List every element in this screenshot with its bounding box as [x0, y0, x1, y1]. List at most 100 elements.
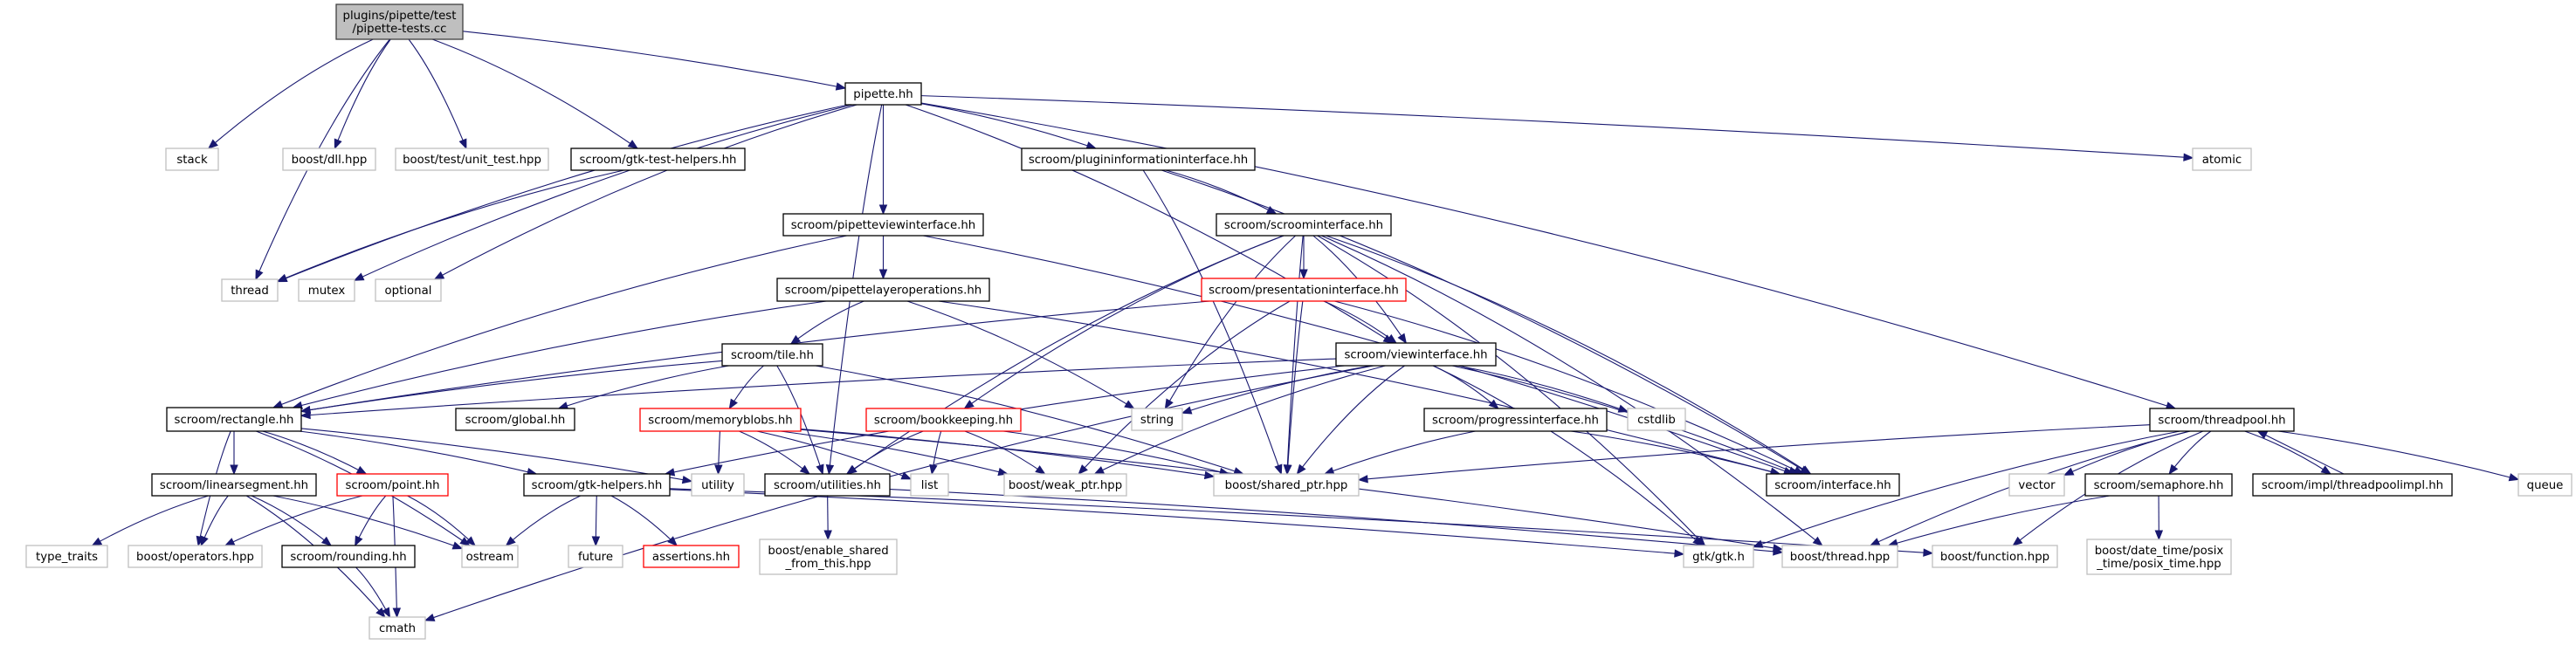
node-label: cmath	[379, 622, 416, 635]
node-box	[166, 407, 302, 432]
edge-scroominterface-to-shared_ptr	[1286, 235, 1304, 475]
node-ostream: ostream	[461, 545, 519, 568]
arrowhead-root-to-unit_test	[458, 138, 467, 150]
arrowhead-progress-to-shared_ptr	[1323, 466, 1335, 475]
node-box	[643, 545, 740, 568]
node-utilities[interactable]: scroom/utilities.hh	[764, 473, 891, 497]
node-label: atomic	[2202, 154, 2242, 167]
node-assertions[interactable]: assertions.hh	[643, 545, 740, 568]
arrowhead-viewinterface-to-rectangle	[300, 410, 311, 420]
edge-scroominterface-to-bookkeeping	[964, 235, 1285, 409]
node-label: scroom/semaphore.hh	[2094, 479, 2224, 492]
edge-gtk_helpers-to-gtk	[669, 489, 1684, 555]
arrowhead-memoryblobs-to-list	[900, 471, 913, 480]
node-box	[1021, 148, 1256, 171]
node-label: scroom/interface.hh	[1774, 479, 1891, 492]
node-box	[2149, 408, 2295, 432]
node-dll: boost/dll.hpp	[282, 148, 376, 171]
node-box	[1201, 278, 1407, 302]
edge-viewinterface-to-weak_ptr	[1094, 365, 1386, 475]
node-gtk_test_helpers[interactable]: scroom/gtk-test-helpers.hh	[570, 148, 746, 171]
node-plugininfo[interactable]: scroom/plugininformationinterface.hh	[1021, 148, 1256, 171]
edge-threadpool-to-threadpoolimpl	[2244, 430, 2331, 475]
node-label: pipette.hh	[853, 88, 913, 101]
node-pipette[interactable]: pipette.hh	[844, 82, 922, 106]
arrowhead-viewinterface-to-gtk	[1692, 536, 1704, 546]
node-tile[interactable]: scroom/tile.hh	[721, 343, 823, 367]
node-box	[368, 616, 426, 640]
node-label: cstdlib	[1637, 414, 1676, 427]
edge-rectangle-to-point	[262, 430, 367, 475]
node-linearsegment[interactable]: scroom/linearsegment.hh	[151, 473, 317, 497]
arrowhead-root-to-pipette	[835, 82, 847, 91]
node-label: scroom/rounding.hh	[290, 551, 406, 564]
node-rounding[interactable]: scroom/rounding.hh	[281, 545, 416, 568]
arrowhead-scroominterface-to-presentation	[1299, 269, 1308, 280]
node-box	[127, 545, 263, 568]
node-viewinterface[interactable]: scroom/viewinterface.hh	[1335, 342, 1497, 367]
node-label: boost/shared_ptr.hpp	[1225, 479, 1348, 492]
node-box	[151, 473, 317, 497]
arrowhead-linearsegment-to-type_traits	[91, 537, 103, 546]
node-gtk_helpers[interactable]: scroom/gtk-helpers.hh	[523, 473, 671, 497]
edge-threadpool-to-queue	[2277, 430, 2519, 480]
node-global[interactable]: scroom/global.hh	[455, 408, 575, 431]
node-presentation[interactable]: scroom/presentationinterface.hh	[1201, 278, 1407, 302]
node-label: scroom/impl/threadpoolimpl.hh	[2262, 479, 2443, 492]
node-pipettelayer[interactable]: scroom/pipettelayeroperations.hh	[776, 278, 990, 302]
node-posix_time: boost/date_time/posix_time/posix_time.hp…	[2086, 539, 2232, 575]
node-progress[interactable]: scroom/progressinterface.hh	[1423, 408, 1608, 432]
node-box	[1932, 545, 2058, 568]
arrowhead-pipette-to-mutex	[353, 272, 365, 281]
edge-gtk_helpers-to-assertions	[610, 495, 678, 546]
edge-pipette-to-mutex	[354, 104, 853, 281]
node-label: scroom/plugininformationinterface.hh	[1029, 154, 1248, 167]
node-label: optional	[385, 285, 432, 298]
node-label: boost/date_time/posix	[2095, 545, 2224, 558]
arrowhead-rectangle-to-utility	[681, 475, 693, 484]
node-scroominterface[interactable]: scroom/scroominterface.hh	[1216, 213, 1392, 237]
node-label: /pipette-tests.cc	[353, 23, 447, 36]
node-boost_thread: boost/thread.hpp	[1781, 545, 1898, 568]
arrowhead-plugininfo-to-shared_ptr	[1274, 463, 1283, 476]
node-threadpool[interactable]: scroom/threadpool.hh	[2149, 408, 2295, 432]
arrowhead-scroominterface-to-viewinterface	[1397, 333, 1407, 345]
node-threadpoolimpl[interactable]: scroom/impl/threadpoolimpl.hh	[2252, 473, 2453, 497]
node-box	[1335, 342, 1497, 367]
node-root[interactable]: plugins/pipette/test/pipette-tests.cc	[335, 3, 464, 40]
arrowhead-viewinterface-to-progress	[1488, 399, 1499, 409]
arrowhead-threadpool-to-queue	[2508, 473, 2520, 482]
edge-viewinterface-to-cstdlib	[1457, 365, 1629, 413]
edge-viewinterface-to-cmath	[424, 365, 1374, 621]
edge-threadpool-to-gtk	[1753, 430, 2180, 548]
arrowhead-tile-to-memoryblobs	[728, 398, 738, 410]
arrowhead-gtk_helpers-to-assertions	[667, 536, 678, 546]
edge-root-to-pipette	[462, 31, 846, 89]
node-box	[1423, 408, 1608, 432]
node-box	[298, 278, 355, 302]
edge-pipette-to-plugininfo	[920, 103, 1097, 149]
node-label: scroom/gtk-test-helpers.hh	[579, 154, 736, 167]
arrowhead-threadpool-to-vector	[2063, 467, 2075, 476]
edge-progress-to-shared_ptr	[1324, 430, 1476, 475]
edge-threadpoolimpl-to-threadpool	[2257, 430, 2345, 475]
node-box	[455, 408, 575, 431]
arrowhead-viewinterface-to-cmath	[424, 613, 436, 621]
edge-linearsegment-to-type_traits	[92, 495, 209, 546]
node-point[interactable]: scroom/point.hh	[336, 473, 449, 497]
node-semaphore[interactable]: scroom/semaphore.hh	[2084, 473, 2233, 497]
arrowhead-presentation-to-weak_ptr	[1078, 464, 1088, 475]
node-pipetteview[interactable]: scroom/pipetteviewinterface.hh	[782, 213, 984, 237]
node-memoryblobs[interactable]: scroom/memoryblobs.hh	[639, 408, 802, 432]
arrowhead-pipette-to-pipetteview	[878, 204, 888, 216]
arrowhead-utilities-to-boost_thread	[1773, 547, 1784, 556]
node-rectangle[interactable]: scroom/rectangle.hh	[166, 407, 302, 432]
arrowhead-pipettelayer-to-tile	[789, 334, 802, 345]
edge-pipettelayer-to-tile	[790, 300, 864, 345]
node-bookkeeping[interactable]: scroom/bookkeeping.hh	[865, 408, 1022, 432]
node-box	[1003, 473, 1127, 497]
node-box	[2517, 473, 2573, 497]
node-label: boost/test/unit_test.hpp	[403, 154, 541, 167]
node-interface[interactable]: scroom/interface.hh	[1766, 473, 1900, 497]
arrowhead-memoryblobs-to-shared_ptr	[1203, 470, 1216, 480]
